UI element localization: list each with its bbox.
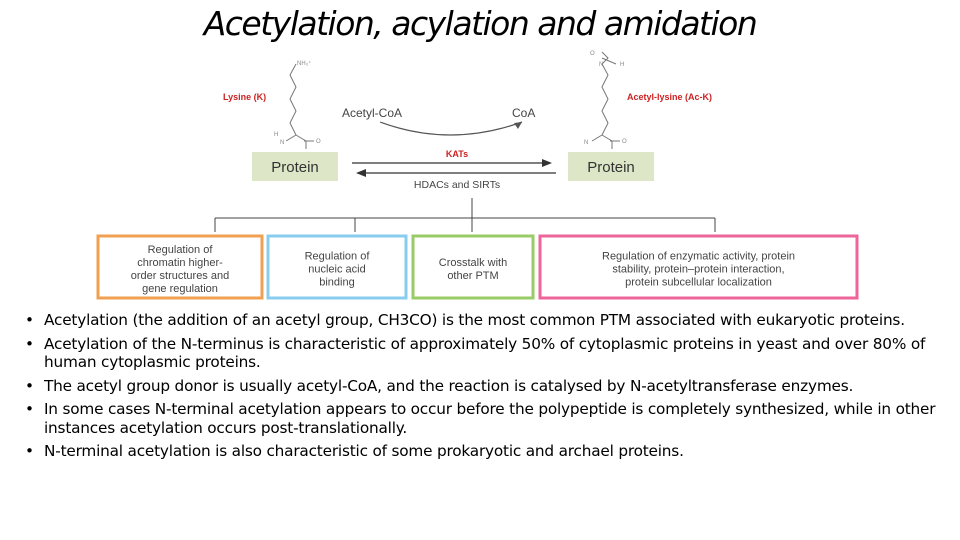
bullet-item: Acetylation of the N-terminus is charact… [22, 335, 942, 372]
acetyl-lysine-structure: O N H N O [584, 51, 627, 149]
function-box-4: Regulation of enzymatic activity, protei… [538, 234, 859, 300]
hdacs-label: HDACs and SIRTs [414, 179, 500, 191]
protein-box-right [568, 152, 654, 181]
kats-arrowhead [542, 159, 552, 167]
cofactor-arrowhead [514, 122, 522, 129]
slide-title: Acetylation, acylation and amidation [203, 4, 758, 43]
function-box-line: protein subcellular localization [625, 277, 772, 289]
lysine-label: Lysine (K) [223, 92, 266, 102]
bullet-item: In some cases N-terminal acetylation app… [22, 400, 942, 437]
nh3-atom: NH₃⁺ [297, 60, 311, 67]
function-box-line: order structures and [131, 270, 229, 282]
function-box-line: nucleic acid [308, 264, 365, 276]
bullet-item: N-terminal acetylation is also character… [22, 442, 942, 461]
lysine-structure: NH₃⁺ H N O [274, 60, 321, 149]
n-atom-left: N [280, 140, 284, 146]
function-box-border [266, 234, 408, 300]
h-atom-acetyl: H [620, 62, 624, 68]
acetylation-diagram-svg: NH₃⁺ H N O Lysine (K) O N H N O Acetyl-l… [96, 51, 859, 300]
acetyl-coa-label: Acetyl-CoA [342, 106, 402, 120]
acetylation-diagram: NH₃⁺ H N O Lysine (K) O N H N O Acetyl-l… [90, 50, 870, 305]
kats-label: KATs [446, 149, 468, 159]
function-box-line: stability, protein–protein interaction, [612, 264, 784, 276]
h-atom-left: H [274, 132, 278, 138]
o-atom-left: O [316, 139, 321, 145]
function-box-border [96, 234, 264, 300]
protein-label-right: Protein [587, 159, 635, 176]
bullet-list: Acetylation (the addition of an acetyl g… [22, 311, 942, 466]
protein-label-left: Protein [271, 159, 319, 176]
function-box-line: other PTM [447, 270, 498, 282]
function-box-line: Regulation of [148, 244, 214, 256]
function-box-line: chromatin higher- [137, 257, 223, 269]
bullet-item: The acetyl group donor is usually acetyl… [22, 377, 942, 396]
function-box-line: binding [319, 277, 354, 289]
o-atom-right: O [622, 139, 627, 145]
o-atom-acetyl: O [590, 51, 595, 57]
n-atom-right: N [584, 140, 588, 146]
protein-box-left [252, 152, 338, 181]
bullet-item: Acetylation (the addition of an acetyl g… [22, 311, 942, 330]
hdacs-arrowhead [356, 169, 366, 177]
coa-label: CoA [512, 106, 535, 120]
function-box-border [538, 234, 859, 300]
function-box-line: Regulation of enzymatic activity, protei… [602, 251, 795, 263]
acetyl-lysine-label: Acetyl-lysine (Ac-K) [627, 92, 712, 102]
function-box-line: gene regulation [142, 283, 218, 295]
function-box-line: Regulation of [305, 251, 371, 263]
function-box-border [411, 234, 535, 300]
cofactor-arrow [379, 121, 523, 136]
function-box-line: Crosstalk with [439, 257, 507, 269]
n-atom-acetyl: N [599, 62, 603, 68]
